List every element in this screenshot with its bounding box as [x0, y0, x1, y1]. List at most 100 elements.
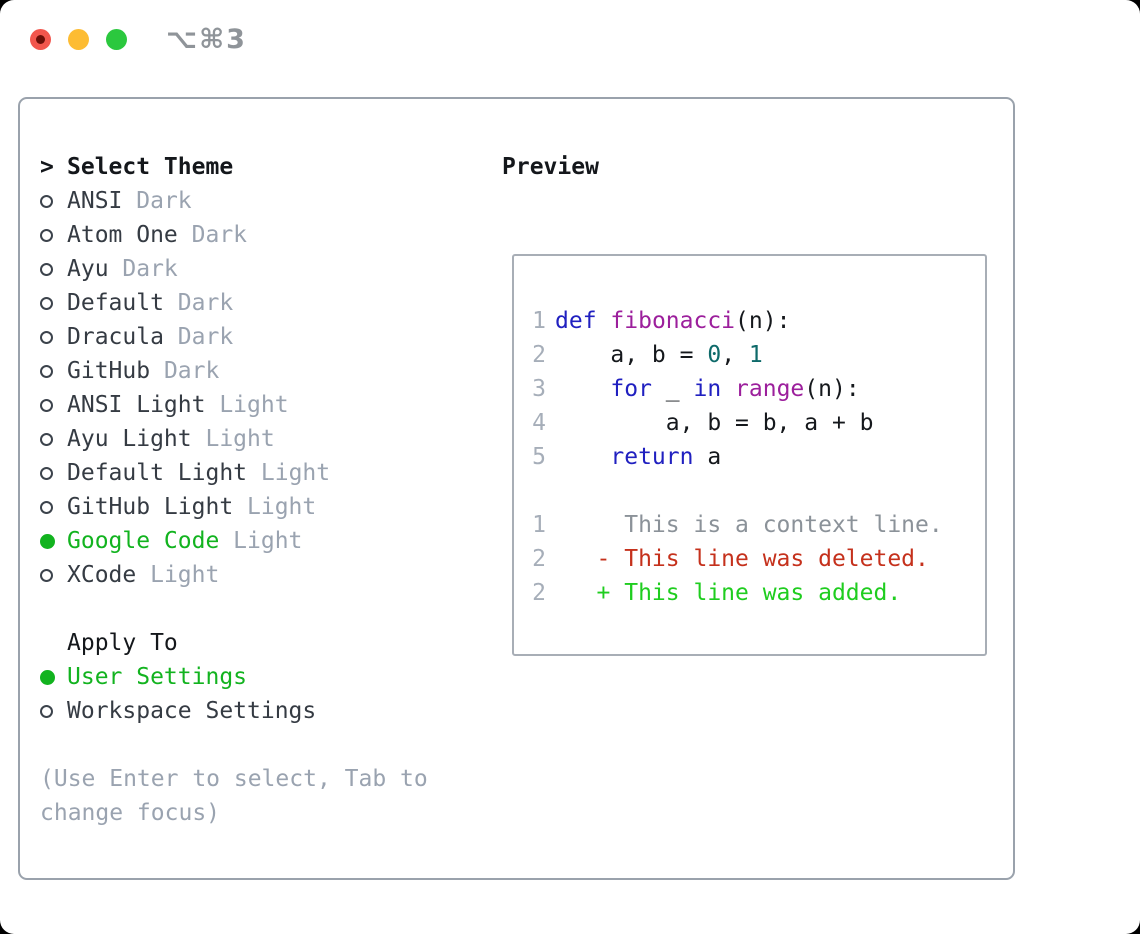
line-number: 5: [532, 444, 546, 470]
radio-icon: [40, 398, 53, 412]
token-fn: fibonacci: [610, 308, 736, 334]
theme-variant: Light: [233, 528, 303, 554]
apply-option[interactable]: User Settings: [40, 660, 474, 694]
code-text: a, b = 0, 1: [555, 342, 763, 368]
radio-marker: [40, 432, 67, 446]
close-dot-icon: [36, 34, 45, 44]
maximize-button[interactable]: [106, 28, 127, 50]
token-pln: a, b =: [555, 342, 708, 368]
theme-variant: Dark: [122, 256, 178, 282]
token-pln: (n):: [735, 308, 791, 334]
theme-name: Ayu: [67, 256, 123, 282]
theme-variant: Dark: [136, 188, 192, 214]
token-pln: a, b = b, a + b: [555, 410, 874, 436]
radio-icon: [40, 194, 53, 208]
theme-option[interactable]: Google Code Light: [40, 524, 474, 558]
radio-icon: [40, 432, 53, 446]
radio-icon: [40, 568, 53, 582]
diff-text: This is a context line.: [555, 512, 943, 538]
theme-option[interactable]: Ayu Dark: [40, 252, 474, 286]
theme-option[interactable]: Default Dark: [40, 286, 474, 320]
line-number: 2: [532, 342, 546, 368]
code-text: for _ in range(n):: [555, 376, 860, 402]
code-line: 2 a, b = 0, 1: [532, 338, 985, 372]
theme-variant: Dark: [163, 358, 220, 384]
theme-option[interactable]: GitHub Light Light: [40, 490, 474, 524]
radio-selected-icon: [40, 669, 55, 685]
radio-marker: [40, 364, 67, 378]
line-number: 2: [532, 580, 546, 606]
apply-option[interactable]: Workspace Settings: [40, 694, 474, 728]
token-lit: 0: [707, 342, 722, 368]
minimize-button[interactable]: [68, 28, 89, 50]
theme-option[interactable]: Ayu Light Light: [40, 422, 474, 456]
theme-option[interactable]: XCode Light: [40, 558, 474, 592]
titlebar: ⌥⌘3: [30, 24, 247, 55]
theme-name: GitHub Light: [67, 494, 248, 520]
apply-option-label: User Settings: [67, 664, 248, 690]
select-theme-title: Select Theme: [67, 154, 234, 180]
radio-marker: [40, 669, 67, 685]
radio-marker: [40, 296, 67, 310]
code-text: def fibonacci(n):: [555, 308, 790, 334]
line-number: 3: [532, 376, 546, 402]
radio-marker: [40, 568, 67, 582]
theme-option[interactable]: GitHub Dark: [40, 354, 474, 388]
radio-marker: [40, 704, 67, 718]
radio-icon: [40, 466, 53, 480]
diff-text: - This line was deleted.: [555, 546, 929, 572]
blank-line: [532, 474, 985, 508]
apply-option-label: Workspace Settings: [67, 698, 317, 724]
theme-option[interactable]: ANSI Light Light: [40, 388, 474, 422]
radio-marker: [40, 330, 67, 344]
token-kwd: for: [610, 376, 652, 402]
line-number: 2: [532, 546, 546, 572]
token-fn: range: [735, 376, 805, 402]
token-pln: [721, 376, 735, 402]
radio-icon: [40, 500, 53, 514]
apply-to-header: Apply To: [40, 626, 474, 660]
diff-line-deleted: 2 - This line was deleted.: [532, 542, 985, 576]
theme-variant: Light: [247, 494, 317, 520]
theme-name: Dracula: [67, 324, 178, 350]
code-text: return a: [555, 444, 721, 470]
code-line: 5 return a: [532, 440, 985, 474]
token-pln: [597, 308, 611, 334]
radio-icon: [40, 262, 53, 276]
token-kwd: in: [693, 376, 722, 402]
diff-text: + This line was added.: [555, 580, 902, 606]
spacer: [40, 592, 474, 626]
radio-marker: [40, 398, 67, 412]
theme-name: Default: [67, 290, 178, 316]
prompt-marker: >: [40, 154, 54, 180]
theme-name: Ayu Light: [67, 426, 206, 452]
select-theme-header: > Select Theme: [40, 150, 474, 184]
apply-to-title: Apply To: [67, 630, 178, 656]
theme-option[interactable]: ANSI Dark: [40, 184, 474, 218]
radio-marker: [40, 262, 67, 276]
code-line: 4 a, b = b, a + b: [532, 406, 985, 440]
theme-name: ANSI: [67, 188, 137, 214]
theme-option[interactable]: Default Light Light: [40, 456, 474, 490]
radio-icon: [40, 296, 53, 310]
theme-name: Default Light: [67, 460, 261, 486]
radio-marker: [40, 500, 67, 514]
theme-option[interactable]: Dracula Dark: [40, 320, 474, 354]
theme-variant: Dark: [177, 324, 234, 350]
token-pln: [555, 444, 610, 470]
theme-option[interactable]: Atom One Dark: [40, 218, 474, 252]
line-number: 1: [532, 512, 546, 538]
token-pln: (n):: [804, 376, 860, 402]
token-lit: 1: [748, 342, 763, 368]
radio-icon: [40, 228, 53, 242]
radio-icon: [40, 364, 53, 378]
theme-name: GitHub: [67, 358, 164, 384]
close-button[interactable]: [30, 28, 51, 50]
theme-name: ANSI Light: [67, 392, 220, 418]
diff-line-added: 2 + This line was added.: [532, 576, 985, 610]
token-kwd: def: [555, 308, 597, 334]
